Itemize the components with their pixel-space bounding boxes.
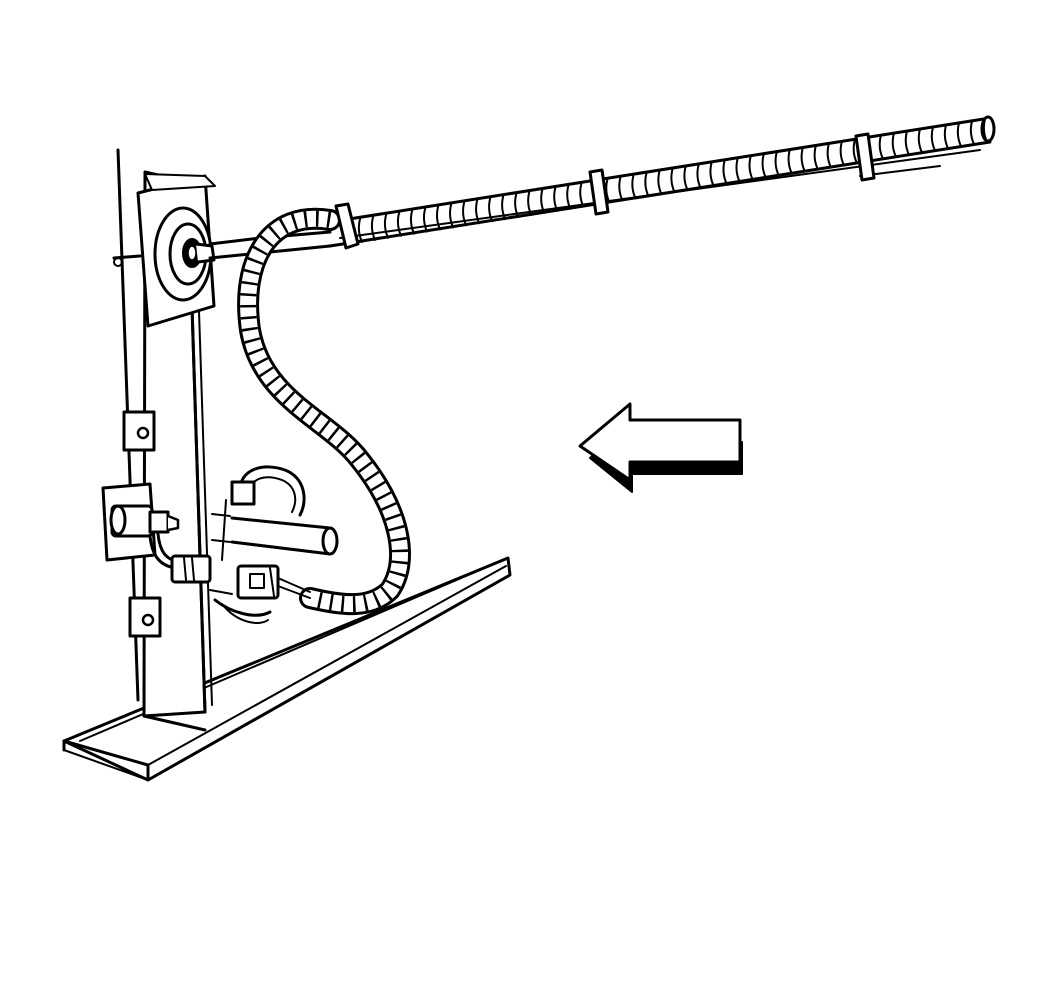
conduit-rib [488, 197, 494, 223]
conduit-rib [540, 188, 546, 214]
conduit-rib [956, 122, 962, 148]
conduit-rib [839, 140, 845, 166]
conduit-rib [644, 172, 650, 198]
conduit-rib [657, 170, 663, 196]
conduit-rib [748, 155, 754, 181]
conduit-rib [774, 151, 780, 177]
conduit-rib [409, 209, 416, 235]
harness-connector [236, 564, 311, 600]
conduit-rib [370, 215, 377, 241]
conduit-rib [422, 207, 429, 233]
alignment-guides [209, 499, 233, 595]
conduit-rib [514, 193, 520, 218]
conduit-rib [904, 130, 910, 156]
conduit-rib [449, 203, 455, 229]
bracket-tab-upper [122, 410, 156, 452]
harness-loop-conduit [237, 207, 411, 616]
conduit-rib [800, 147, 806, 173]
bottom-channel-rail [62, 556, 512, 782]
conduit-rib [787, 149, 793, 175]
conduit-rib [579, 182, 585, 208]
conduit-rib [917, 128, 923, 154]
conduit-rib [878, 134, 884, 160]
conduit-rib [475, 199, 481, 225]
conduit-rib [852, 138, 858, 164]
conduit-rib [566, 184, 572, 210]
conduit-rib [436, 205, 442, 231]
conduit-rib [683, 165, 689, 191]
conduit-rib [930, 126, 936, 152]
conduit-rib [357, 218, 363, 243]
harness-retainer-strap [213, 465, 306, 624]
sensor-connector [170, 554, 212, 584]
conduit-rib [722, 159, 728, 185]
conduit-rib [501, 195, 507, 221]
conduit-rib [618, 176, 624, 202]
conduit-rib [943, 124, 949, 150]
conduit-rib [982, 118, 988, 143]
conduit-rib [709, 161, 715, 187]
grommet [153, 206, 216, 302]
conduit-rib [696, 163, 702, 189]
harness-clip-3 [854, 132, 876, 182]
conduit-rib [462, 201, 468, 227]
conduit-rib [826, 143, 832, 168]
harness-clip-2 [588, 168, 610, 216]
conduit-rib [670, 168, 676, 193]
conduit-rib [383, 213, 390, 239]
crossing-tube [230, 516, 339, 556]
conduit-rib [631, 174, 637, 200]
conduit-rib [735, 157, 741, 183]
direction-arrow [578, 402, 743, 493]
conduit-rib [969, 120, 975, 146]
wiring-harness-conduit [328, 115, 996, 248]
conduit-rib [813, 145, 819, 171]
bracket-tab-lower [128, 596, 162, 638]
conduit-rib [396, 211, 403, 237]
conduit-rib [891, 132, 897, 158]
conduit-rib [527, 190, 533, 216]
conduit-rib [761, 153, 767, 179]
sensor-stud [109, 504, 180, 538]
harness-clip-1 [334, 202, 360, 250]
conduit-rib [553, 186, 559, 212]
